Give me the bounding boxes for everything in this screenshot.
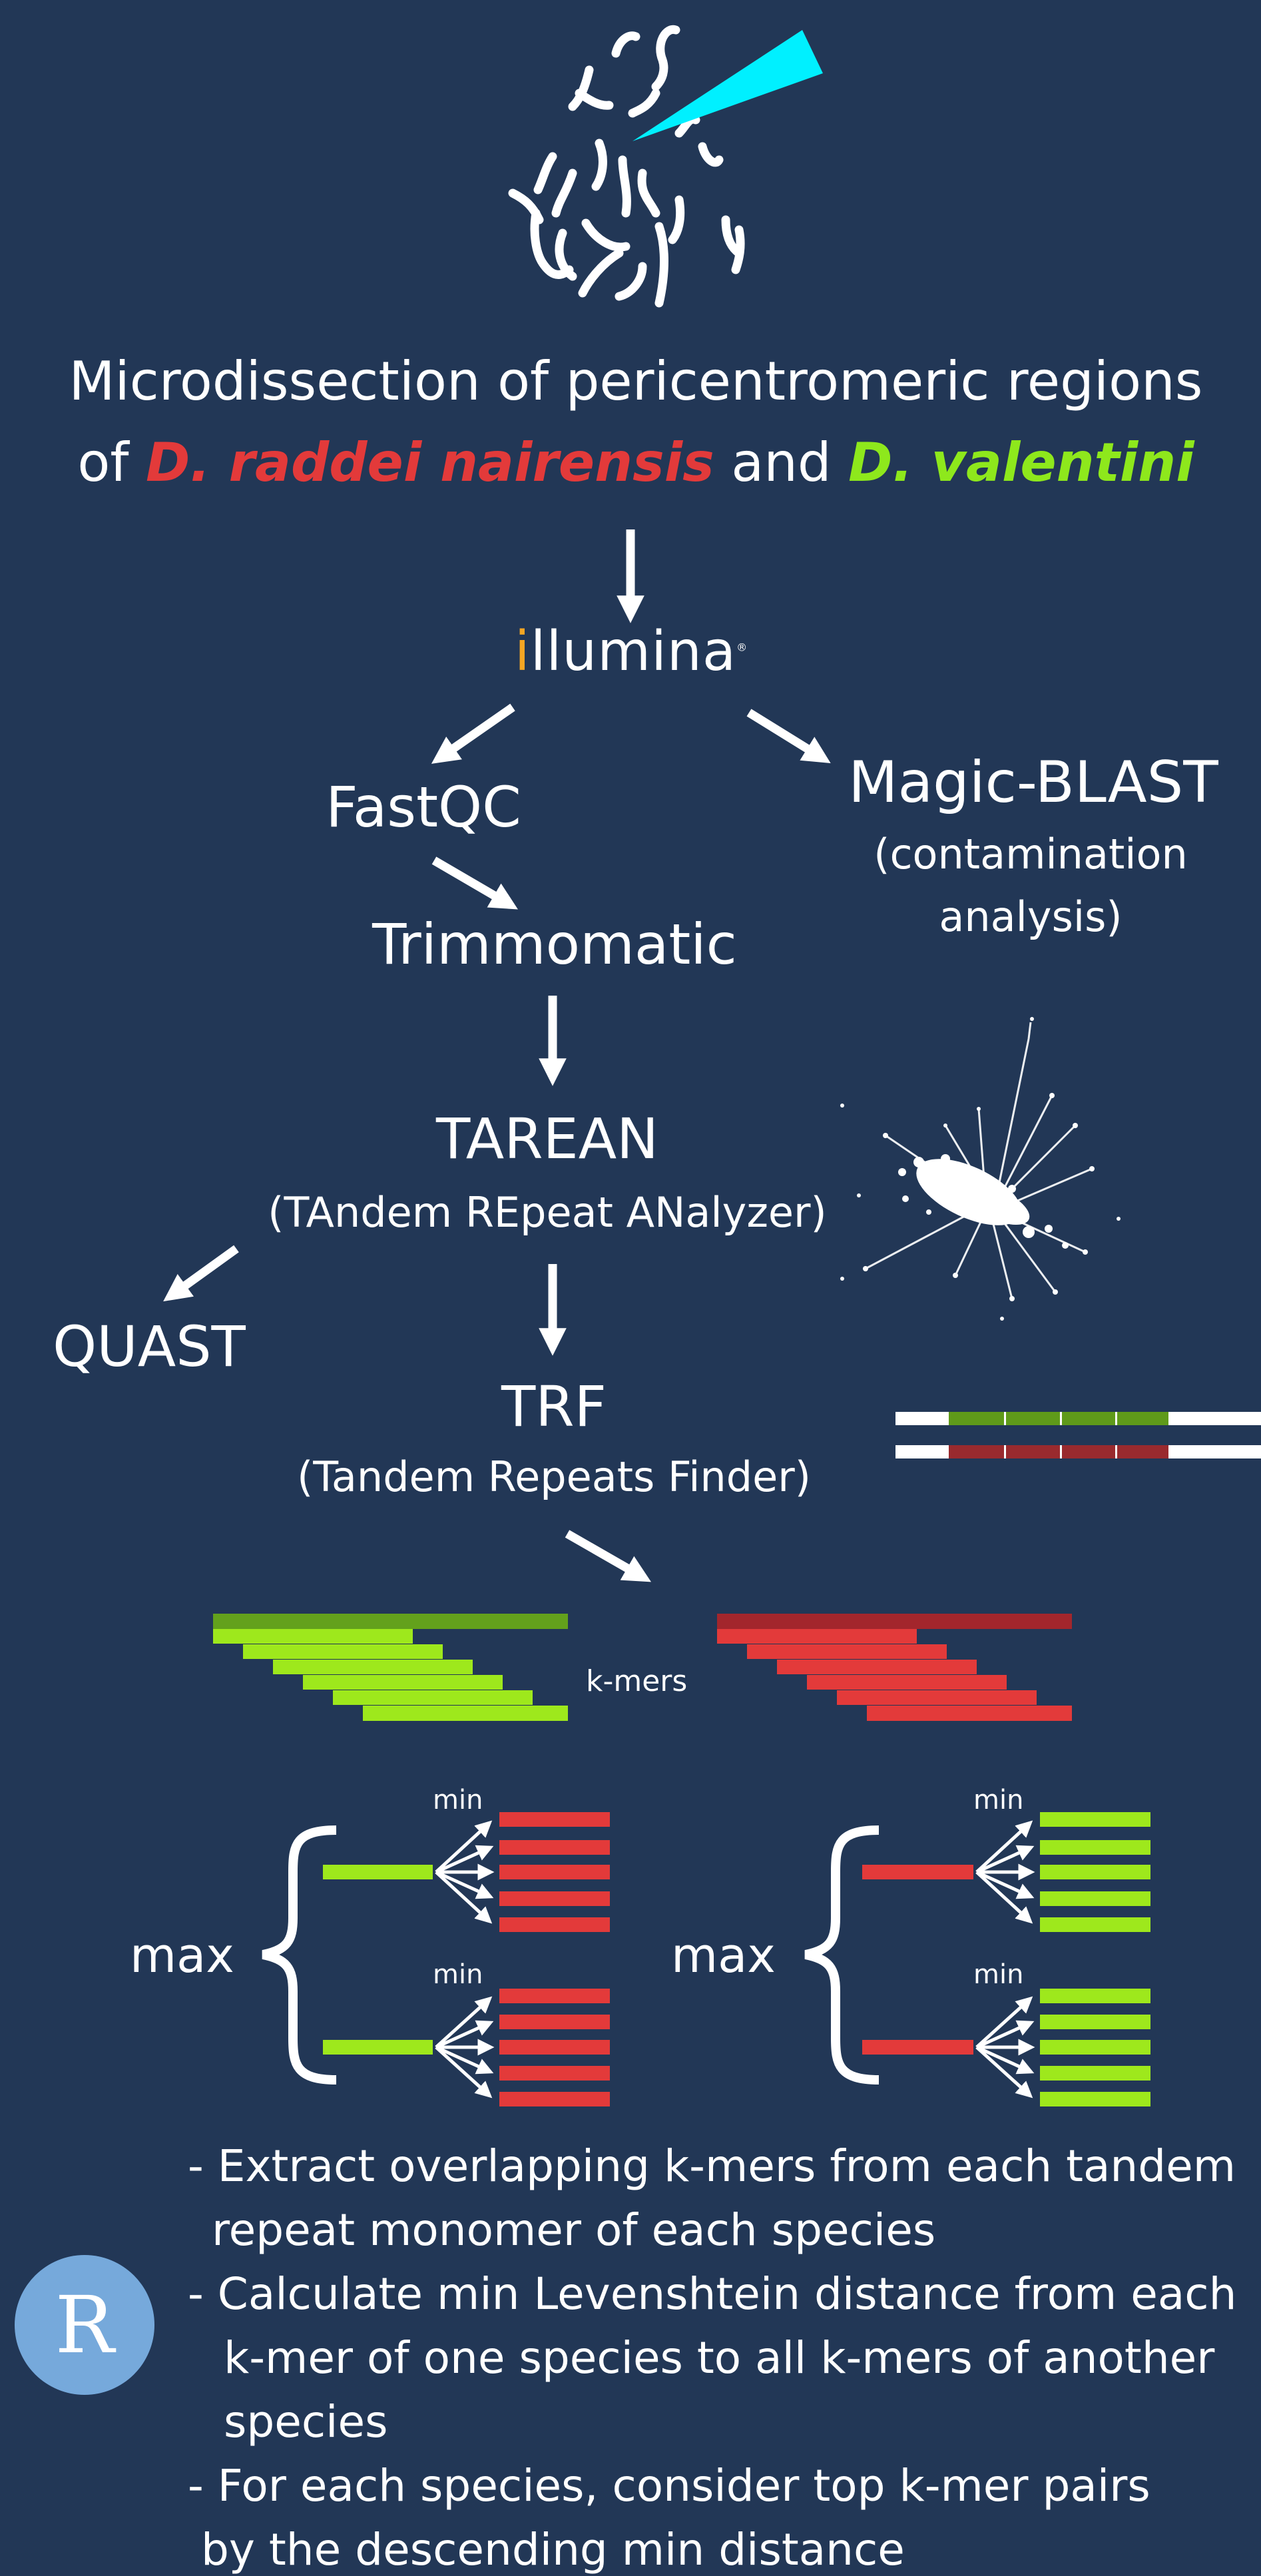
left-distance-panel bbox=[262, 1812, 610, 2106]
magic-blast-note-2: analysis) bbox=[939, 892, 1123, 941]
right-min-label-bottom: min bbox=[973, 1959, 1024, 1990]
repeat-cluster-graph-icon bbox=[865, 1022, 1093, 1299]
arrow-tarean-to-quast bbox=[163, 1245, 239, 1302]
left-max-label: max bbox=[130, 1927, 234, 1983]
chromosome-spread-icon bbox=[508, 25, 745, 308]
left-min-label-top: min bbox=[433, 1785, 483, 1815]
quast-label: QUAST bbox=[53, 1314, 246, 1379]
microneedle-icon bbox=[632, 30, 823, 141]
bullet-2-line-3: species bbox=[224, 2396, 388, 2447]
title-prefix: of bbox=[77, 432, 129, 493]
left-curly-brace bbox=[262, 1825, 337, 2085]
tandem-repeat-tracks-icon bbox=[895, 1412, 1261, 1458]
flow-arrows bbox=[163, 529, 831, 1582]
r-language-logo: R bbox=[15, 2255, 154, 2395]
magic-blast-note-1: (contamination bbox=[874, 830, 1188, 878]
trf-note: (Tandem Repeats Finder) bbox=[297, 1452, 811, 1501]
title-conjunction: and bbox=[731, 432, 832, 493]
arrow-illumina-to-fastqc bbox=[431, 703, 515, 764]
trf-label: TRF bbox=[501, 1374, 607, 1439]
bullet-2-line-2: k-mer of one species to all k-mers of an… bbox=[224, 2332, 1215, 2384]
species-1-name: D. raddei nairensis bbox=[145, 432, 714, 493]
right-max-label: max bbox=[671, 1927, 776, 1983]
arrow-trf-to-kmers bbox=[565, 1530, 652, 1582]
arrow-illumina-to-magicblast bbox=[746, 709, 831, 763]
bullet-1-line-2: repeat monomer of each species bbox=[212, 2204, 936, 2256]
trimmomatic-label: Trimmomatic bbox=[372, 912, 737, 977]
tarean-note: (TAndem REpeat ANalyzer) bbox=[268, 1188, 827, 1237]
kmers-label: k-mers bbox=[586, 1664, 688, 1698]
right-min-label-top: min bbox=[973, 1785, 1024, 1815]
bullet-3-line-1: - For each species, consider top k-mer p… bbox=[188, 2460, 1150, 2511]
illumina-logo-initial: i bbox=[514, 620, 531, 683]
right-distance-panel bbox=[804, 1812, 1150, 2106]
species-2-name: D. valentini bbox=[848, 432, 1194, 493]
fastqc-label: FastQC bbox=[326, 775, 521, 840]
green-kmers-staircase bbox=[213, 1614, 568, 1721]
illumina-logo-text: llumina bbox=[530, 620, 737, 683]
tarean-label: TAREAN bbox=[436, 1106, 658, 1171]
title-line-1: Microdissection of pericentromeric regio… bbox=[69, 350, 1203, 412]
arrow-fastqc-to-trimmomatic bbox=[431, 856, 518, 910]
bullet-3-line-2: by the descending min distance bbox=[201, 2524, 905, 2575]
magic-blast-label: Magic-BLAST bbox=[848, 749, 1218, 816]
title-line-2: of D. raddei nairensis and D. valentini bbox=[77, 436, 1194, 489]
illumina-logo: illumina® bbox=[514, 620, 748, 683]
bullet-2-line-1: - Calculate min Levenshtein distance fro… bbox=[188, 2268, 1237, 2320]
bullet-1-line-1: - Extract overlapping k-mers from each t… bbox=[188, 2140, 1236, 2192]
left-min-label-bottom: min bbox=[433, 1959, 483, 1990]
red-kmers-staircase bbox=[717, 1614, 1072, 1721]
right-curly-brace bbox=[804, 1825, 880, 2085]
repeat-cluster-core bbox=[840, 1017, 1121, 1321]
